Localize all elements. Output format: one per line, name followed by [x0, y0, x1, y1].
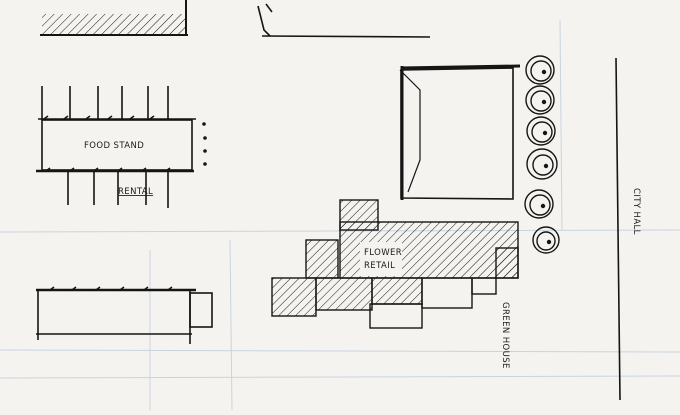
flower-retail-label-line1: FLOWER [364, 248, 402, 258]
flower-retail-complex [271, 199, 519, 329]
food-stand-building [36, 86, 196, 208]
tree-2 [525, 85, 555, 115]
top-left-hatched-block [40, 0, 188, 36]
food-stand-dots [202, 122, 207, 166]
top-corner-mark [257, 3, 431, 38]
tree-1 [525, 55, 555, 85]
food-stand-label: FOOD STAND [84, 141, 144, 151]
bottom-left-building [36, 286, 213, 344]
tree-4 [526, 148, 558, 180]
tree-5 [524, 189, 554, 219]
tree-3 [526, 116, 556, 146]
city-hall-edge [615, 57, 621, 401]
flower-retail-label-line2: RETAIL [364, 261, 395, 271]
tree-6 [532, 226, 560, 254]
tree-row [524, 55, 560, 254]
rental-label: RENTAL [118, 187, 153, 197]
city-hall-label: CITY HALL [631, 188, 641, 235]
green-house-label: GREEN HOUSE [500, 302, 510, 369]
large-building [399, 64, 521, 200]
